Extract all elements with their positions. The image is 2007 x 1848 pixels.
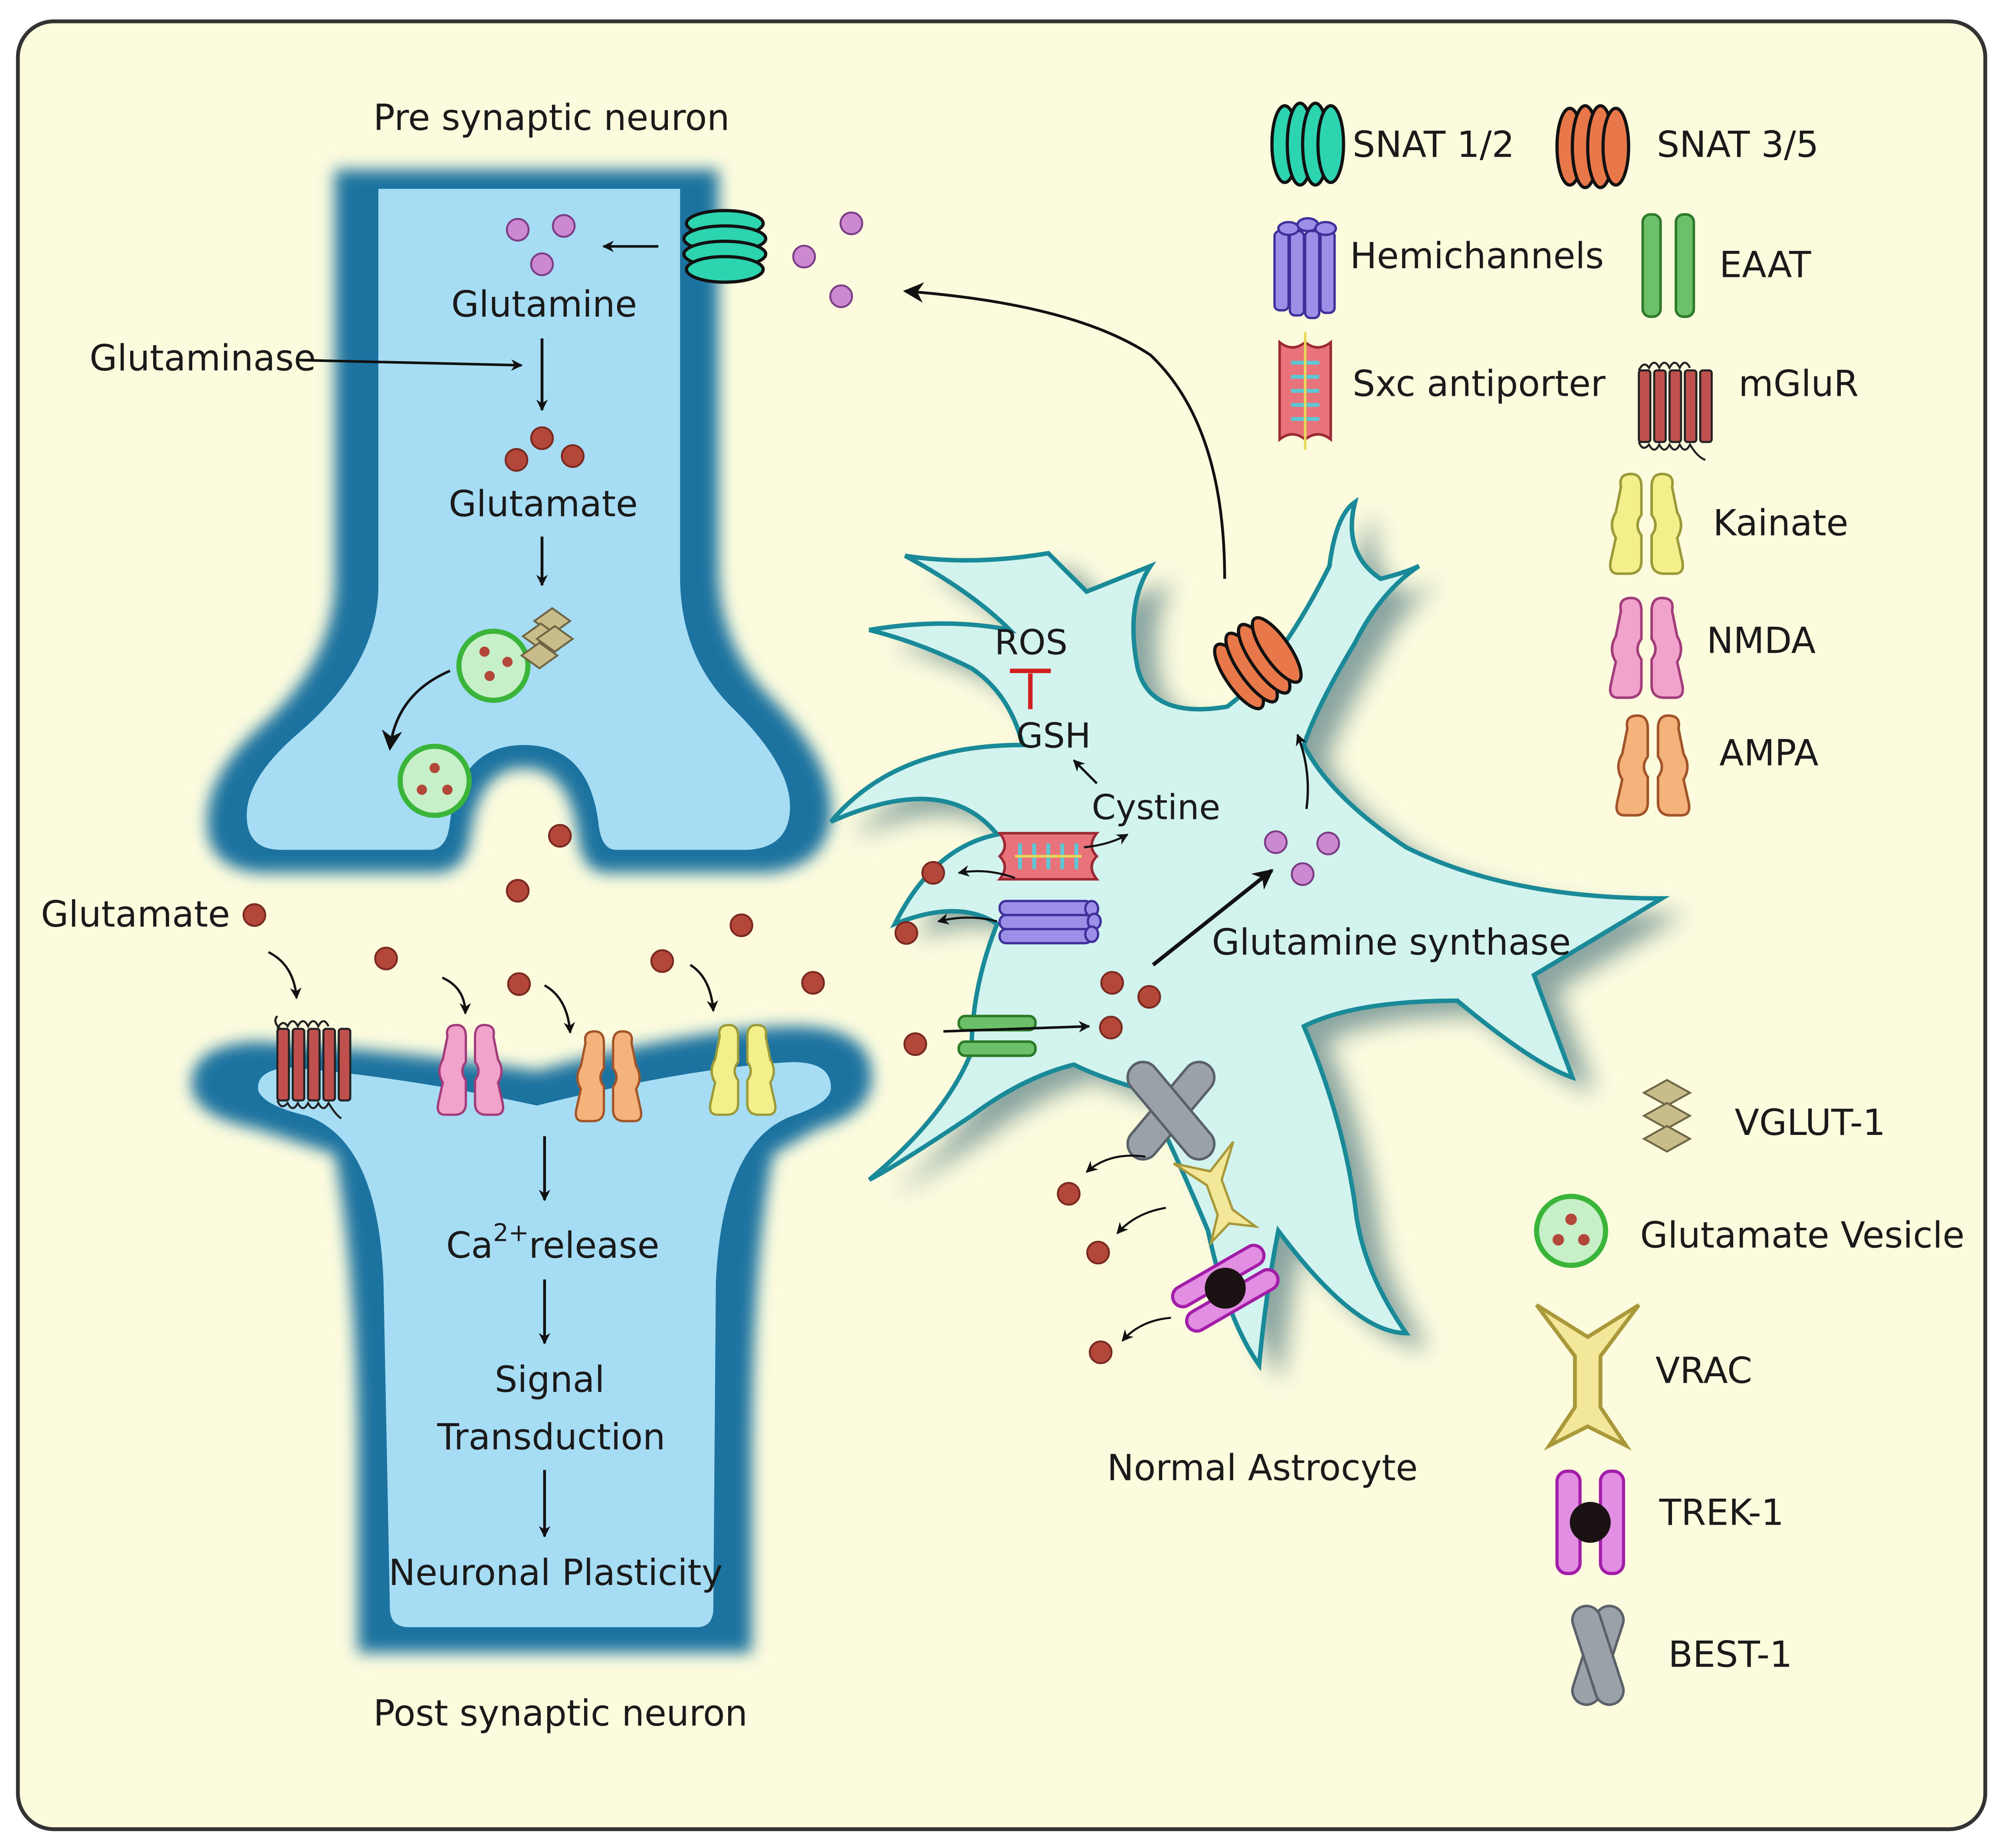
post-synaptic-label: Post synaptic neuron [373, 1693, 748, 1734]
legend-trek1-icon [1555, 1470, 1625, 1575]
glutamine-dots-extracellular [792, 211, 864, 308]
best1-out-arrow [1085, 1154, 1146, 1173]
sxc-in-arrow [1084, 833, 1129, 848]
glutamine-dots-astrocyte [1264, 830, 1340, 886]
legend-vglut1-label: VGLUT-1 [1735, 1102, 1886, 1144]
legend-nmda-label: NMDA [1707, 620, 1816, 661]
legend-vrac-label: VRAC [1656, 1350, 1752, 1392]
sxc-out-arrow [957, 865, 1015, 879]
legend-eaat-icon [1641, 213, 1695, 318]
astrocyte-label: Normal Astrocyte [1107, 1447, 1418, 1489]
legend-vglut1-icon [1642, 1079, 1692, 1153]
plasticity-label: Neuronal Plasticity [389, 1552, 723, 1594]
glutaminase-arrow [302, 358, 523, 371]
post-synaptic-neuron [191, 1026, 872, 1653]
vesicle-release-arrow [381, 670, 451, 751]
best1-channel-astrocyte [1126, 1061, 1216, 1161]
ca-release-label: Ca2+release [446, 1219, 659, 1266]
gsh-label: GSH [1016, 715, 1091, 756]
cystine-label: Cystine [1092, 787, 1221, 827]
legend-mglur-label: mGluR [1738, 363, 1859, 404]
mglur-receptor-post [274, 1015, 351, 1119]
trek1-out-arrow [1121, 1316, 1171, 1342]
legend-hemichannels-label: Hemichannels [1350, 235, 1604, 277]
glutamine-synthase-label: Glutamine synthase [1212, 922, 1571, 963]
cystine-to-gsh-arrow [1073, 760, 1098, 784]
trek1-channel-astrocyte [1171, 1243, 1280, 1333]
pre-synaptic-neuron [207, 169, 831, 873]
hemichannel-astrocyte [999, 900, 1102, 944]
legend-vrac-icon [1535, 1303, 1641, 1451]
glutamine-label: Glutamine [451, 284, 637, 326]
legend-sxc-icon [1278, 332, 1332, 450]
legend: SNAT 1/2 SNAT 3/5 Hemichannels EAAT Sxc [1272, 103, 1965, 1706]
ros-label: ROS [995, 622, 1068, 662]
legend-best1-label: BEST-1 [1668, 1634, 1792, 1676]
legend-kainate-label: Kainate [1713, 502, 1848, 544]
astrocyte-cell [829, 497, 1685, 1381]
glutamine-dots-pre [506, 214, 576, 276]
glutamate-pre-label: Glutamate [449, 483, 638, 525]
legend-best1-icon [1571, 1605, 1625, 1706]
legend-snat12-icon [1272, 103, 1343, 185]
astrocyte-to-pre-arrow [903, 282, 1226, 579]
hemichannel-out-arrow [937, 913, 998, 925]
glutamine-to-snat35-arrow [1296, 733, 1309, 809]
glutamate-vesicle-pre [456, 628, 531, 703]
transduction-label: Transduction [437, 1417, 665, 1458]
legend-ampa-label: AMPA [1719, 733, 1818, 774]
glutamate-cleft-label: Glutamate [41, 894, 230, 935]
sxc-antiporter-astrocyte [997, 832, 1100, 881]
legend-eaat-label: EAAT [1719, 244, 1811, 286]
glutamate-to-glutamine-arrow [1152, 868, 1274, 967]
snat12-transporter-pre [684, 210, 766, 282]
glutamate-dots-cleft [242, 824, 1161, 1365]
signal-label: Signal [495, 1359, 604, 1401]
legend-snat12-label: SNAT 1/2 [1353, 124, 1514, 165]
legend-snat35-label: SNAT 3/5 [1657, 124, 1819, 165]
glutaminase-label: Glutaminase [89, 337, 316, 379]
vrac-out-arrow [1116, 1207, 1166, 1234]
legend-snat35-icon [1557, 106, 1629, 188]
glutamate-vesicle-released [397, 743, 472, 818]
legend-hemichannel-icon [1273, 217, 1337, 319]
legend-sxc-label: Sxc antiporter [1353, 363, 1606, 404]
vglut-transporter-pre [520, 607, 575, 670]
legend-trek1-label: TREK-1 [1659, 1492, 1784, 1534]
eaat-in-arrow [943, 1021, 1091, 1033]
legend-vesicle-icon [1534, 1194, 1608, 1268]
vrac-channel-astrocyte [1173, 1141, 1260, 1247]
glutamate-dots-pre [504, 426, 585, 472]
binding-arrows [268, 951, 719, 1034]
legend-mglur-icon [1639, 362, 1712, 461]
ros-inhibition-symbol [1010, 668, 1051, 710]
pre-synaptic-label: Pre synaptic neuron [373, 97, 729, 139]
legend-vesicle-label: Glutamate Vesicle [1640, 1214, 1965, 1256]
